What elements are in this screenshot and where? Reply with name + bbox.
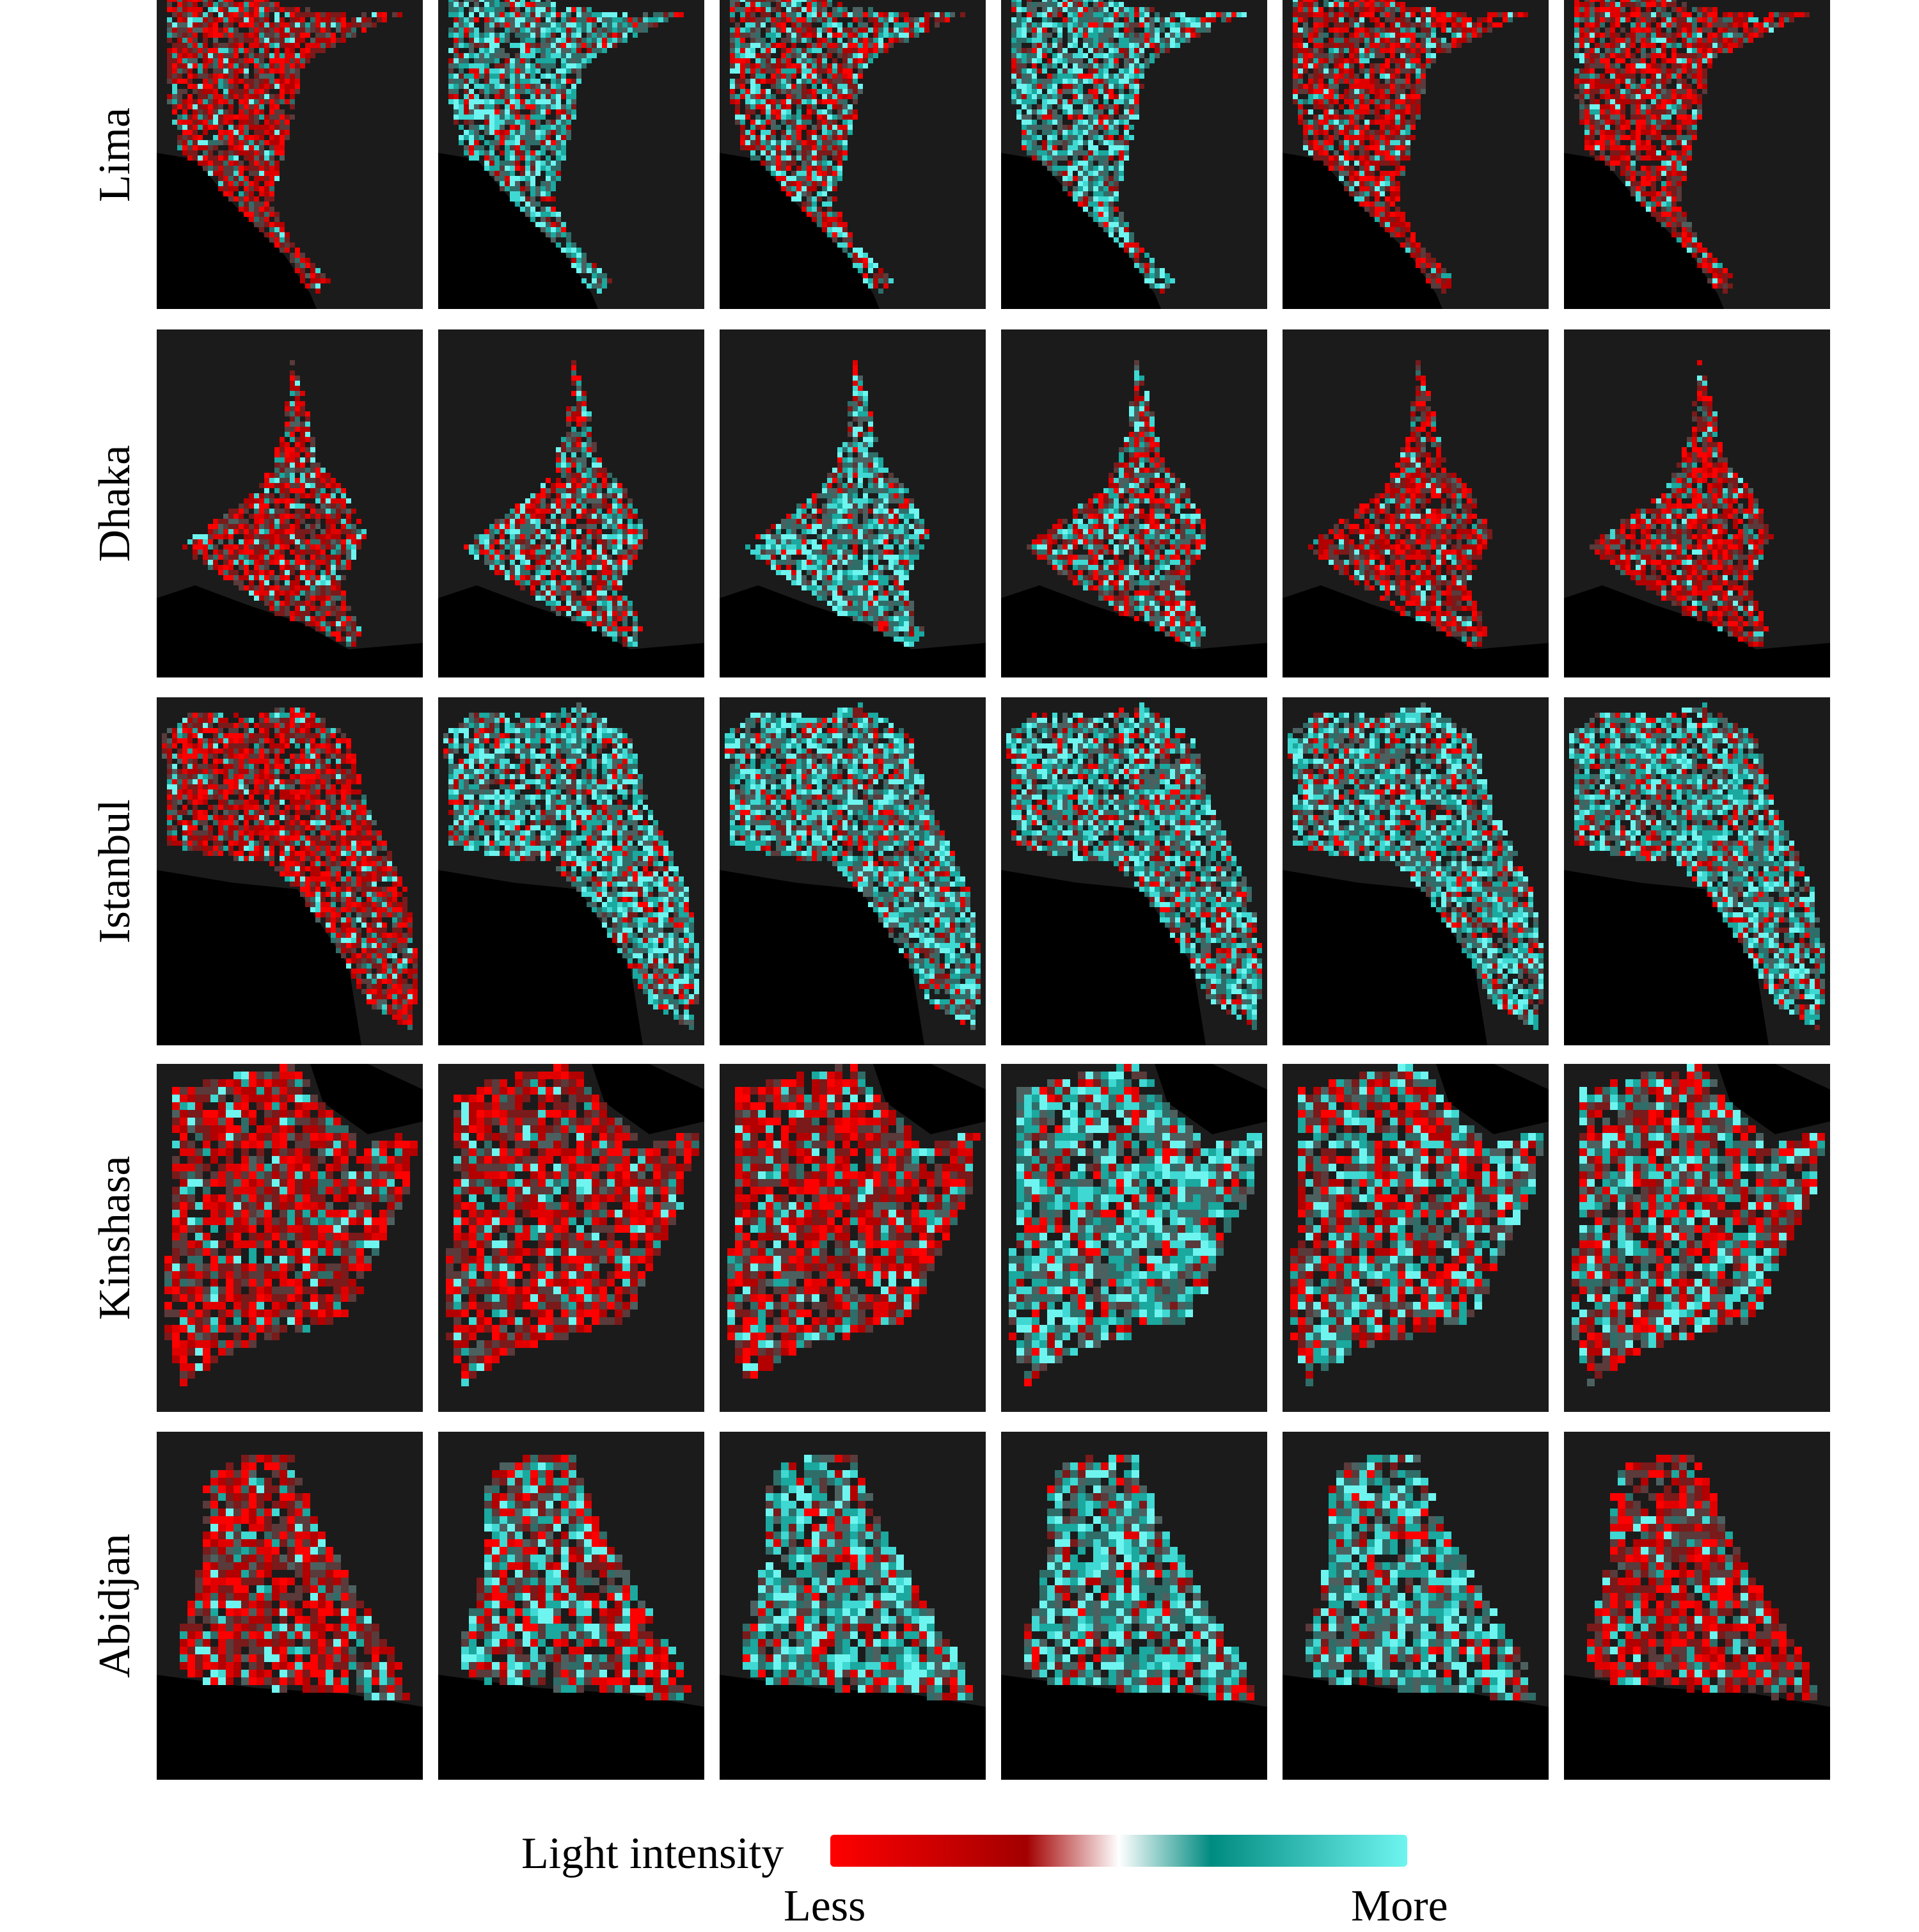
map-panel-abidjan-5 — [1283, 1432, 1549, 1780]
map-panel-dhaka-4 — [1001, 329, 1267, 677]
row-label-dhaka: Dhaka — [90, 337, 141, 670]
map-panel-abidjan-2 — [438, 1432, 704, 1780]
legend-less-label: Less — [784, 1881, 865, 1932]
map-panel-lima-3 — [720, 0, 986, 309]
row-label-istanbul: Istanbul — [90, 705, 141, 1038]
map-panel-dhaka-6 — [1564, 329, 1830, 677]
map-panel-lima-4 — [1001, 0, 1267, 309]
map-panel-lima-6 — [1564, 0, 1830, 309]
map-panel-kinshasa-5 — [1283, 1064, 1549, 1412]
map-panel-istanbul-3 — [720, 697, 986, 1045]
map-panel-dhaka-3 — [720, 329, 986, 677]
map-panel-istanbul-4 — [1001, 697, 1267, 1045]
legend-title: Light intensity — [521, 1828, 784, 1880]
map-panel-abidjan-6 — [1564, 1432, 1830, 1780]
map-panel-istanbul-5 — [1283, 697, 1549, 1045]
map-panel-kinshasa-3 — [720, 1064, 986, 1412]
map-panel-abidjan-1 — [157, 1432, 423, 1780]
legend-colorbar — [830, 1835, 1407, 1867]
legend-more-label: More — [1351, 1881, 1448, 1932]
map-panel-istanbul-1 — [157, 697, 423, 1045]
map-panel-kinshasa-6 — [1564, 1064, 1830, 1412]
map-panel-kinshasa-1 — [157, 1064, 423, 1412]
map-panel-abidjan-3 — [720, 1432, 986, 1780]
map-panel-istanbul-6 — [1564, 697, 1830, 1045]
map-panel-kinshasa-2 — [438, 1064, 704, 1412]
map-panel-dhaka-2 — [438, 329, 704, 677]
row-label-lima: Lima — [90, 0, 141, 321]
map-panel-kinshasa-4 — [1001, 1064, 1267, 1412]
row-label-abidjan: Abidjan — [90, 1439, 141, 1772]
map-panel-lima-5 — [1283, 0, 1549, 309]
map-panel-dhaka-1 — [157, 329, 423, 677]
map-panel-istanbul-2 — [438, 697, 704, 1045]
row-label-kinshasa: Kinshasa — [90, 1072, 141, 1404]
map-panel-abidjan-4 — [1001, 1432, 1267, 1780]
map-panel-dhaka-5 — [1283, 329, 1549, 677]
map-panel-lima-2 — [438, 0, 704, 309]
map-panel-lima-1 — [157, 0, 423, 309]
